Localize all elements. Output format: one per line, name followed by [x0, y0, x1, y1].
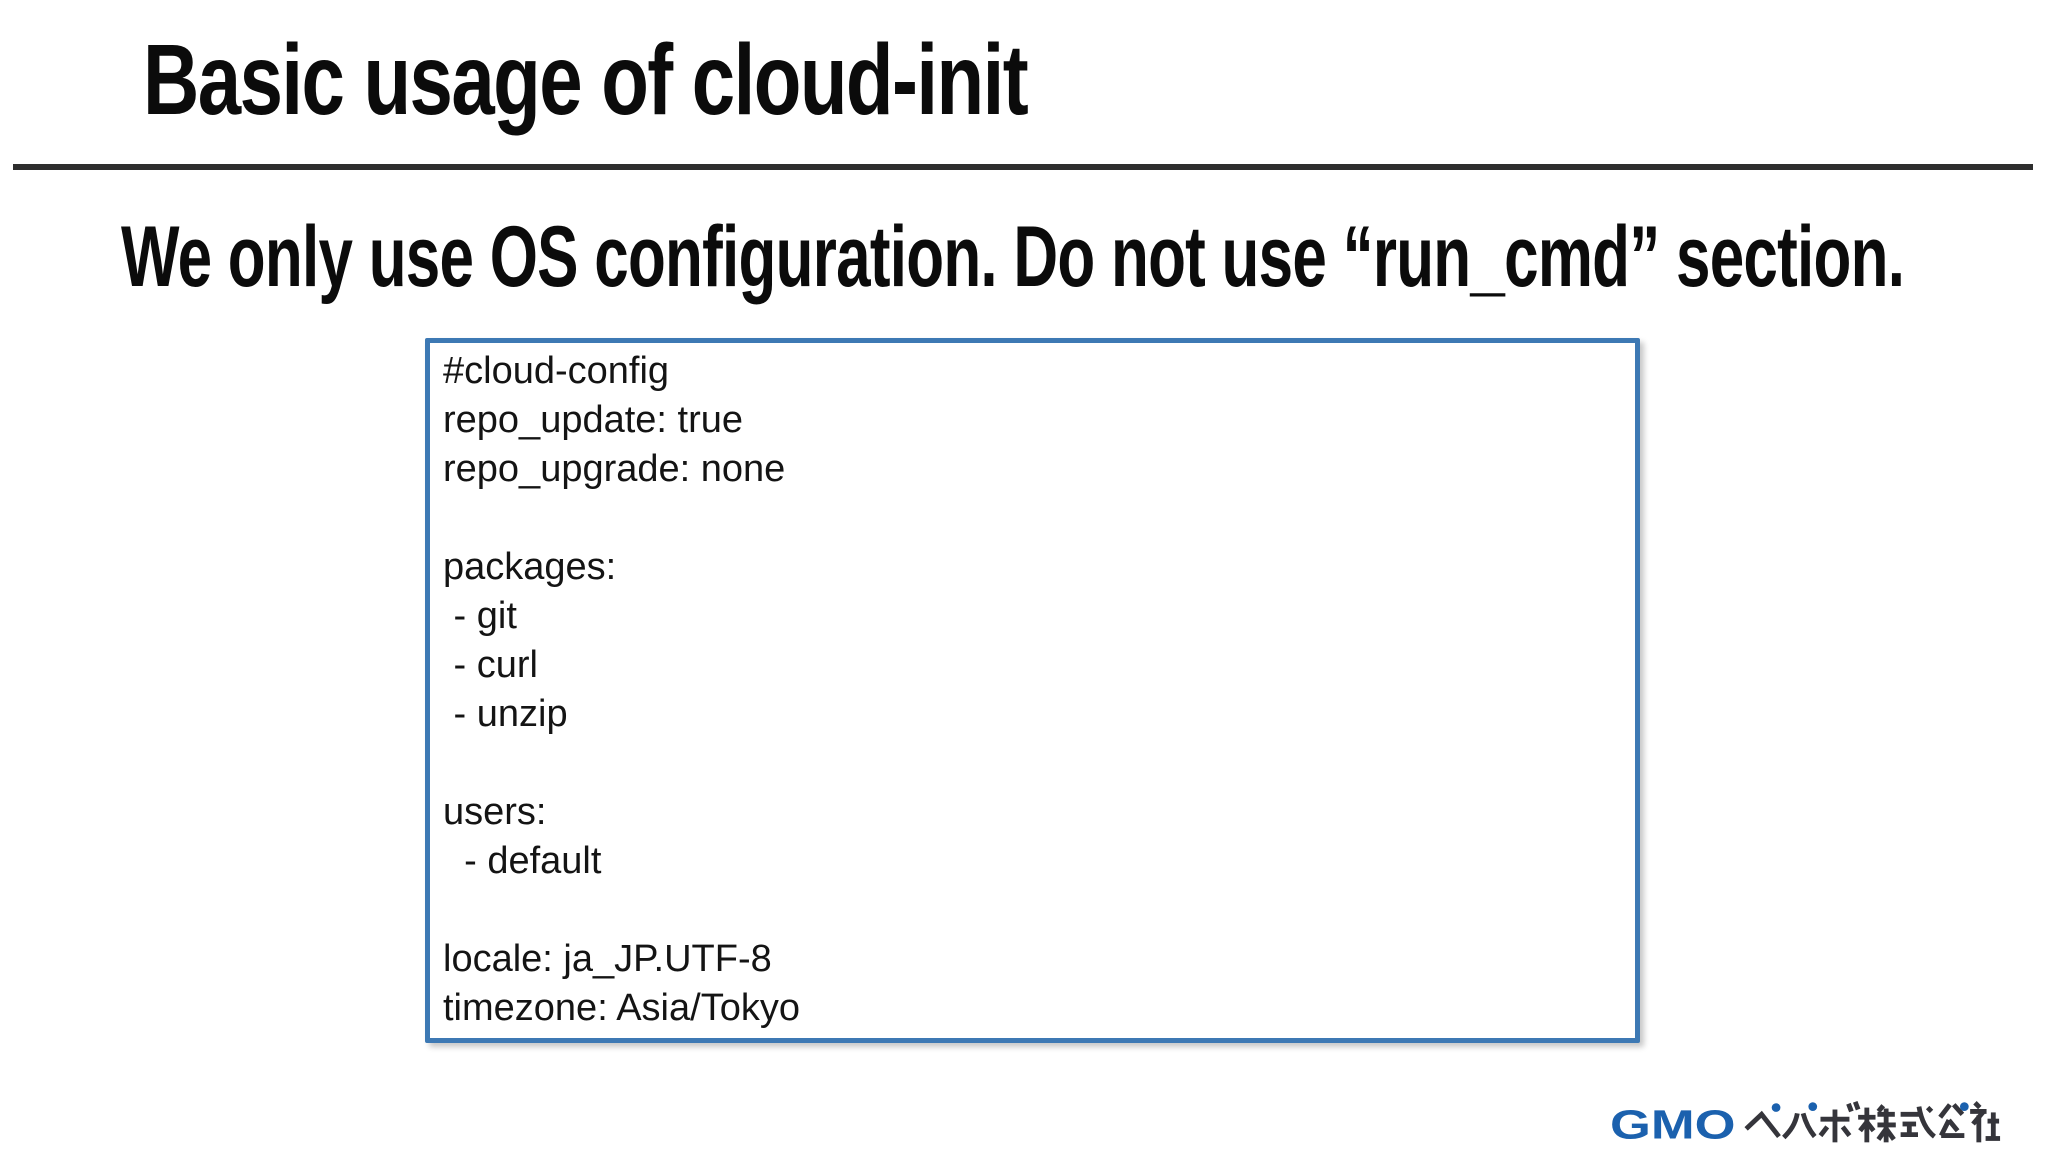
code-line: users:: [443, 791, 547, 833]
page-title: Basic usage of cloud-init: [143, 24, 1029, 136]
code-line: packages:: [443, 546, 617, 588]
code-line: repo_upgrade: none: [443, 448, 786, 490]
code-line: [443, 886, 1635, 935]
code-line: timezone: Asia/Tokyo: [443, 987, 800, 1029]
code-line: - git: [443, 595, 517, 637]
gmo-logo-text: GMO: [1610, 1101, 1736, 1147]
code-line: - unzip: [443, 693, 568, 735]
title-divider-rule: [13, 164, 2033, 170]
code-line: #cloud-config: [443, 350, 670, 392]
subtitle: We only use OS configuration. Do not use…: [121, 209, 1905, 305]
code-line: locale: ja_JP.UTF-8: [443, 938, 772, 980]
code-line: repo_update: true: [443, 399, 744, 441]
logo-handakuten-dot: [1771, 1103, 1781, 1112]
logo-handakuten-dot: [1808, 1102, 1818, 1111]
code-line: [443, 494, 1635, 543]
cloud-config-code-box: #cloud-config repo_update: true repo_upgra…: [425, 338, 1640, 1043]
code-line: - curl: [443, 644, 538, 686]
code-line: [443, 739, 1635, 788]
logo-accent-dot: [1960, 1102, 1969, 1111]
pepabo-kanji-lockup: [1744, 1100, 2001, 1143]
company-logo: GMO: [1610, 1098, 2002, 1150]
code-line: - default: [443, 840, 602, 882]
